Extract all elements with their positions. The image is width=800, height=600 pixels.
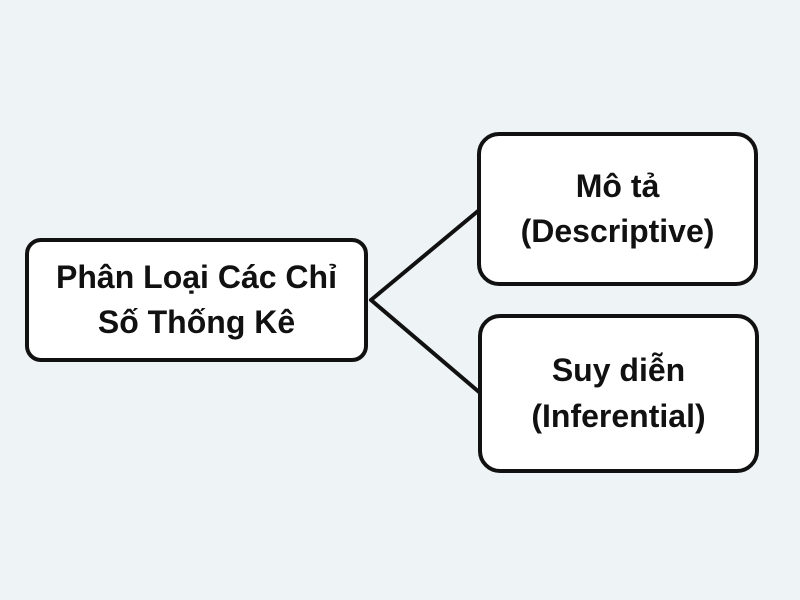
descriptive-node-label-line1: Mô tả [575, 167, 660, 204]
root-node-statistics-classification: Phân Loại Các Chỉ Số Thống Kê [25, 238, 368, 362]
child-node-descriptive: Mô tả (Descriptive) [477, 132, 758, 286]
root-node-label-line1: Phân Loại Các Chỉ [56, 258, 337, 295]
connector-root-to-inferential [369, 298, 481, 394]
connector-root-to-descriptive [369, 209, 480, 302]
descriptive-node-label-line2: (Descriptive) [520, 213, 715, 249]
inferential-node-label-line2: (Inferential) [531, 397, 706, 434]
child-node-inferential: Suy diễn (Inferential) [478, 314, 759, 473]
root-node-label-line2: Số Thống Kê [97, 304, 296, 340]
inferential-node-label-line1: Suy diễn [551, 352, 686, 389]
